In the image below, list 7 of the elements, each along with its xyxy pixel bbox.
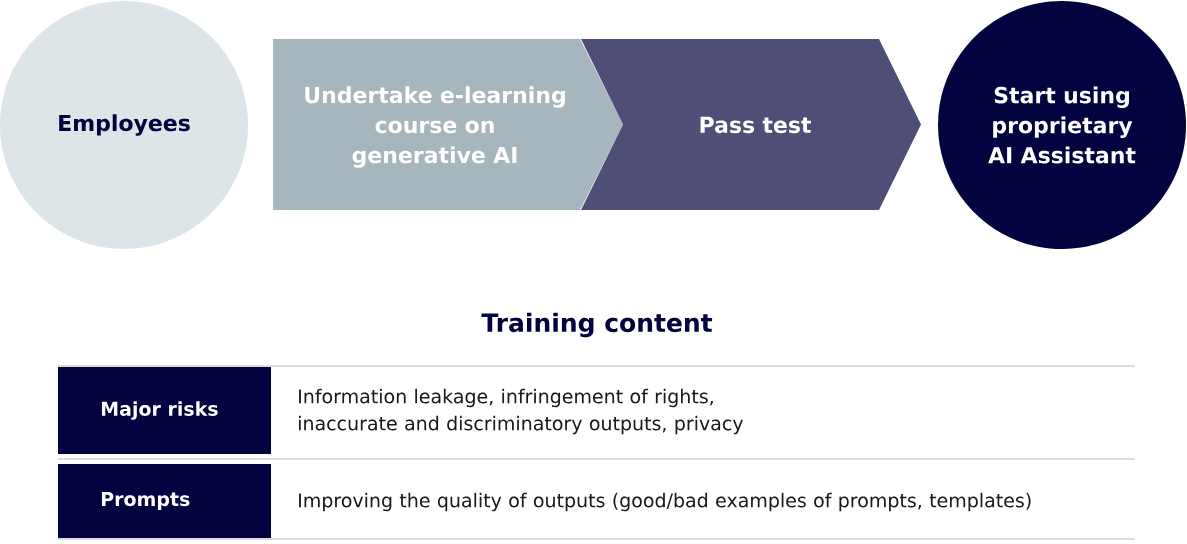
section-heading: Training content bbox=[481, 312, 713, 338]
row-header-box: Prompts bbox=[58, 464, 271, 538]
row-header-box: Major risks bbox=[58, 367, 271, 454]
row-description: Improving the quality of outputs (good/bad examples of prompts, templates) bbox=[299, 492, 1031, 512]
chevron-step: Undertake e-learning course on generative AI bbox=[273, 39, 623, 210]
chevron-step: Pass test bbox=[581, 39, 921, 210]
row-description: Information leakage, infringement of rights, inaccurate and discriminatory outputs, privacy bbox=[299, 388, 743, 435]
